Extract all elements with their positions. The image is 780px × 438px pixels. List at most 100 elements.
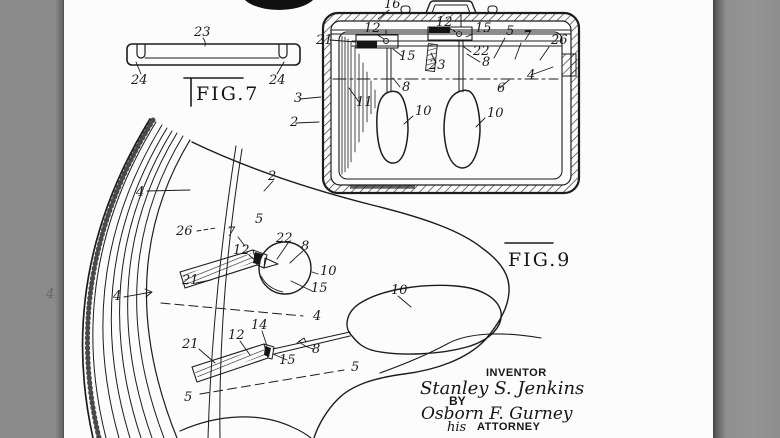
part-label-5: 5 [506,24,514,39]
fig7-group: FIG.7 23 24 24 [126,25,301,107]
bell-bottom-edge [179,416,312,438]
part-label-3: 3 [294,91,302,106]
part-label-2: 2 [267,169,276,184]
stick-handle-upper-hatch [182,253,255,285]
part-label-4: 4 [135,185,144,200]
part-label-15: 15 [279,353,296,368]
attorney-signature: Osborn F. Gurney [421,404,573,424]
right-notch [562,53,577,77]
part-label-12: 12 [233,243,250,258]
clamp-2-bolt [456,31,462,37]
part-label-23: 23 [193,25,211,40]
stick-tip-cone [263,257,279,269]
corn-dog-2 [443,89,481,169]
fig8-leader-lines [295,9,554,128]
letterbox-left [0,0,64,438]
fig7-title-flourish [183,77,244,107]
part-label-5: 5 [255,212,263,227]
part-label-26: 26 [550,33,568,48]
fig7-title: FIG.7 [196,83,259,105]
fig7-leader-lines [135,37,285,75]
stick-handle-lower [191,343,269,383]
part-label-4: 4 [45,287,54,302]
part-label-10: 10 [320,264,337,279]
part-label-12: 12 [364,21,381,36]
part-label-8: 8 [402,80,410,95]
part-label-23: 23 [428,58,446,73]
part-label-4: 4 [312,309,321,324]
his-label: his [447,420,467,435]
weiner-cross-section [258,241,312,295]
fig7-hook-left [136,44,146,59]
part-label-10: 10 [391,283,408,298]
part-label-22: 22 [472,44,490,59]
part-label-21: 21 [181,273,199,288]
inventor-heading: INVENTOR [486,367,547,379]
rim-arcs [81,117,191,438]
stick-1 [386,47,392,93]
part-label-12: 12 [228,328,245,343]
part-label-10: 10 [415,104,432,119]
corn-dog-1 [376,90,409,164]
bell-outer-rim-wave [379,333,542,374]
part-label-15: 15 [475,21,492,36]
bell-outline [191,141,510,438]
stick-2 [458,39,464,93]
part-label-15: 15 [311,281,328,296]
part-label-15: 15 [399,49,416,64]
part-label-2: 2 [289,115,298,130]
clamp-1-jaw [357,41,377,48]
cropped-dark-shape [244,0,314,10]
lid-seam [330,29,572,35]
stick-handle-lower-hatch [194,347,266,378]
liner-shading [341,35,376,175]
part-label-8: 8 [312,342,320,357]
cross-section-shade [260,275,284,293]
dash-leader-26 [196,227,217,232]
part-label-16: 16 [384,0,401,12]
dipping-rod [425,43,438,72]
part-label-21: 21 [315,33,333,48]
part-label-5: 5 [184,390,192,405]
inner-liner [338,31,563,180]
clamp-1-bolt [383,38,389,44]
part-label-24: 24 [130,73,148,88]
thin-stick [272,331,351,355]
rack-rail [351,40,563,47]
part-label-7: 7 [523,29,532,44]
part-label-26: 26 [175,224,193,239]
attorney-label: ATTORNEY [477,421,541,433]
part-label-22: 22 [275,231,293,246]
fig9-leader-lines [123,180,412,364]
fig7-hook-right [278,44,288,59]
part-label-12: 12 [436,15,453,30]
lid-handle-inner [431,4,471,14]
letterbox-right [713,0,780,438]
part-label-21: 21 [181,337,199,352]
weiner-side-view [346,284,502,355]
part-label-4: 4 [526,68,535,83]
fig9-title: FIG.9 [508,249,571,271]
part-label-14: 14 [251,318,268,333]
dashed-reference-lines [160,302,345,395]
part-label-10: 10 [487,106,504,121]
part-label-8: 8 [301,239,309,254]
ferrule-lower-band [264,346,271,357]
clamp-2-jaw [429,27,450,33]
lid-handle [425,0,477,14]
part-label-6: 6 [497,81,505,96]
part-label-5: 5 [351,360,359,375]
inventor-name: Stanley S. Jenkins [420,378,584,399]
part-label-24: 24 [268,73,286,88]
part-label-11: 11 [356,95,373,110]
fig7-part-labels: 23 24 24 [130,25,286,88]
part-label-8: 8 [482,55,490,70]
by-label: BY [449,394,466,408]
part-label-7: 7 [227,225,236,240]
fig7-bar [126,43,301,66]
